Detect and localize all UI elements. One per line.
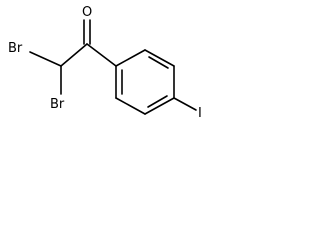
ring-to-iodine-bond [173, 97, 197, 111]
ring-bond-2 [144, 49, 175, 67]
bond-group [29, 19, 197, 115]
structure-diagram: O Br Br I [8, 5, 202, 121]
bromine-1-label: Br [8, 41, 23, 56]
ring-bond-1 [115, 49, 146, 67]
ring-inner-bond-1 [148, 56, 169, 69]
carbonyl-to-dibromomethyl-bond [60, 43, 88, 67]
iodine-label: I [198, 106, 202, 121]
oxygen-label: O [82, 5, 92, 20]
atom-label-group: O Br Br I [8, 5, 202, 121]
carbonyl-to-ring-bond [86, 43, 117, 67]
ring-inner-bond-2 [147, 95, 168, 108]
ring-bond-5 [115, 97, 146, 115]
bromine-2-label: Br [50, 97, 65, 112]
dibromomethyl-to-bromine-1-bond [29, 51, 62, 67]
ring-bond-4 [144, 97, 175, 115]
